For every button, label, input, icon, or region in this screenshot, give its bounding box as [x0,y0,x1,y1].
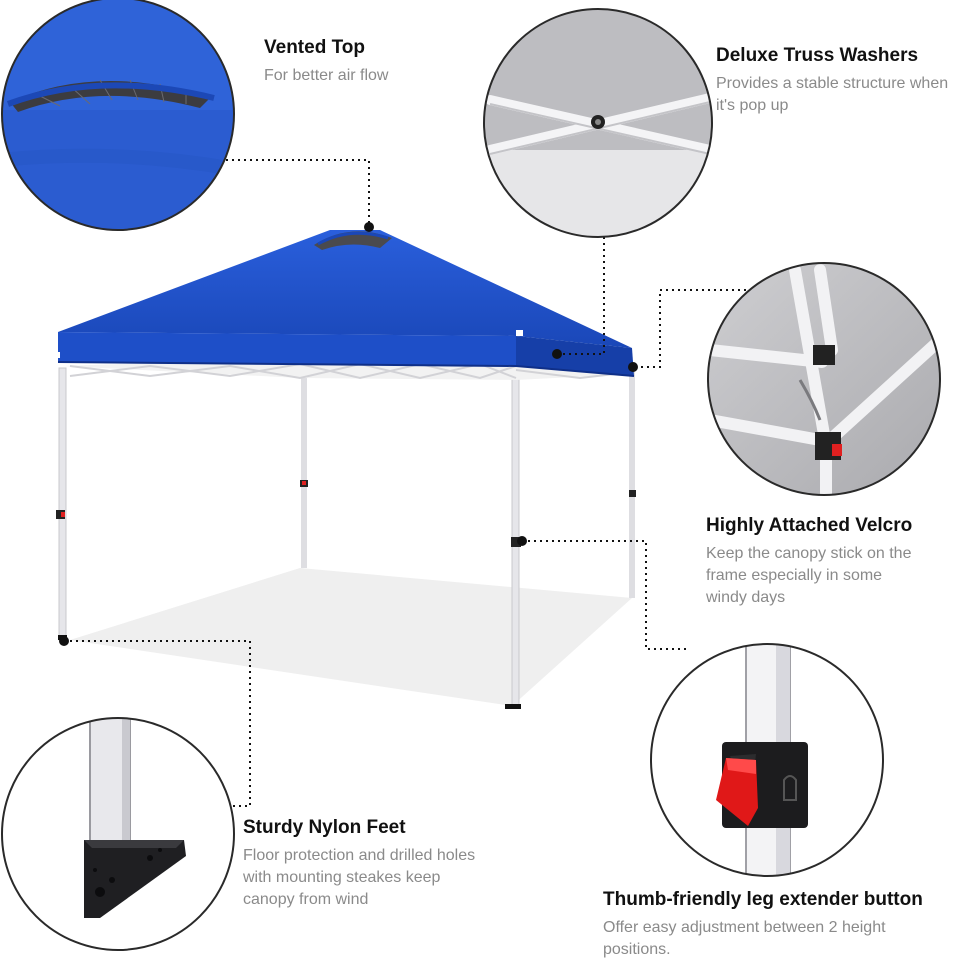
leg-extender-button-detail-image [650,643,884,877]
ground-shadow [70,568,632,706]
callout-vented-top: Vented Top For better air flow [264,37,484,87]
callout-title: Thumb-friendly leg extender button [603,889,923,910]
callout-description: Provides a stable structure when it's po… [716,75,949,114]
callout-leg-extender: Thumb-friendly leg extender button Offer… [603,889,943,961]
callout-description: Offer easy adjustment between 2 height p… [603,919,886,958]
callout-description: Floor protection and drilled holes with … [243,847,476,908]
callout-title: Highly Attached Velcro [706,515,913,536]
tent-leg-back-left [301,378,307,568]
tent-leg-front-right [511,365,520,707]
callout-velcro: Highly Attached Velcro Keep the canopy s… [706,515,926,609]
callout-nylon-feet: Sturdy Nylon Feet Floor protection and d… [243,817,483,911]
callout-description: For better air flow [264,67,389,84]
callout-description: Keep the canopy stick on the frame espec… [706,545,912,606]
callout-title: Sturdy Nylon Feet [243,817,406,838]
connector-dots [59,222,638,646]
canopy-tent-image [54,230,636,709]
velcro-detail-image [707,262,941,496]
connector-lines [64,159,762,807]
callout-title: Deluxe Truss Washers [716,45,919,66]
tent-leg-front-left [58,367,67,641]
callout-title: Vented Top [264,37,365,58]
vent-detail-image [1,0,235,231]
tent-leg-back-right [629,372,635,598]
canopy-roof [58,230,632,348]
nylon-foot-detail-image [1,717,235,951]
truss-washer-detail-image [483,8,713,238]
callout-truss-washers: Deluxe Truss Washers Provides a stable s… [716,45,950,117]
canopy-valance-front [58,332,516,366]
